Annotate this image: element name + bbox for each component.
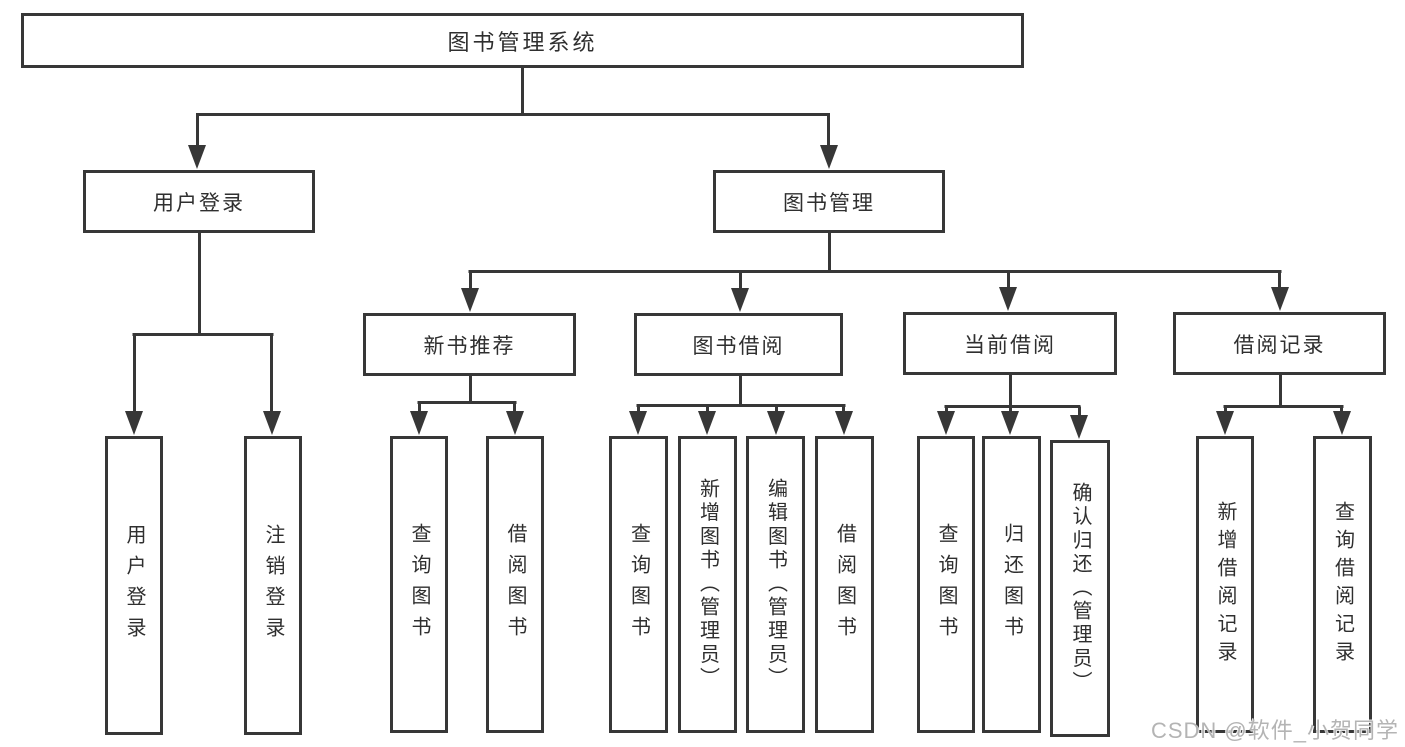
leaf-add-books-admin: 新增图书（管理员） — [678, 436, 737, 733]
connector-root-to-level2 — [196, 68, 830, 148]
arrowhead — [629, 411, 647, 435]
node-book-management: 图书管理 — [713, 170, 945, 233]
node-current-borrow: 当前借阅 — [903, 312, 1117, 375]
leaf-query-books-2-label: 查询图书 — [627, 522, 650, 647]
connector-book-borrow-children — [636, 376, 846, 414]
leaf-query-books-3: 查询图书 — [917, 436, 975, 733]
leaf-add-borrow-record: 新增借阅记录 — [1196, 436, 1254, 733]
leaf-query-books-1-label: 查询图书 — [408, 522, 430, 647]
arrowhead — [835, 411, 853, 435]
node-user-login: 用户登录 — [83, 170, 315, 233]
node-borrow-records-label: 借阅记录 — [1233, 333, 1326, 357]
leaf-logout-label: 注销登录 — [262, 523, 284, 648]
arrowhead — [698, 411, 716, 435]
csdn-watermark: CSDN @软件_小贺同学 — [1150, 718, 1399, 743]
leaf-return-books-label: 归还图书 — [1000, 522, 1023, 647]
node-book-borrow-label: 图书借阅 — [692, 334, 785, 358]
leaf-confirm-return-admin-label: 确认归还（管理员） — [1069, 482, 1091, 695]
leaf-confirm-return-admin: 确认归还（管理员） — [1050, 440, 1110, 737]
leaf-borrow-books-2: 借阅图书 — [815, 436, 874, 733]
arrowhead — [999, 287, 1017, 311]
leaf-borrow-books-1-label: 借阅图书 — [504, 522, 526, 647]
leaf-add-borrow-record-label: 新增借阅记录 — [1214, 500, 1236, 669]
arrowhead — [263, 411, 281, 435]
arrowhead — [1001, 411, 1019, 435]
arrowhead — [1333, 411, 1351, 435]
node-new-book-recommend-label: 新书推荐 — [423, 334, 516, 358]
leaf-borrow-books-2-label: 借阅图书 — [833, 522, 856, 647]
arrowhead — [937, 411, 955, 435]
node-book-borrow: 图书借阅 — [634, 313, 843, 376]
leaf-edit-books-admin: 编辑图书（管理员） — [746, 436, 805, 733]
arrowhead — [820, 145, 838, 169]
leaf-query-books-3-label: 查询图书 — [935, 522, 957, 647]
leaf-query-books-1: 查询图书 — [390, 436, 448, 733]
leaf-query-borrow-record-label: 查询借阅记录 — [1331, 500, 1354, 669]
arrowhead — [461, 288, 479, 312]
arrowhead — [1216, 411, 1234, 435]
connector-new-book-children — [417, 376, 517, 414]
node-current-borrow-label: 当前借阅 — [964, 333, 1056, 357]
arrowhead — [1271, 287, 1289, 311]
root-title: 图书管理系统 — [447, 29, 598, 55]
connector-current-borrow-children — [944, 375, 1081, 418]
connector-user-login-children — [132, 233, 274, 414]
arrowhead — [1070, 415, 1088, 439]
arrowhead — [188, 145, 206, 169]
arrowhead — [767, 411, 785, 435]
node-book-management-label: 图书管理 — [783, 191, 875, 215]
arrowhead — [731, 288, 749, 312]
leaf-logout: 注销登录 — [244, 436, 302, 735]
leaf-user-login: 用户登录 — [105, 436, 163, 735]
leaf-user-login-label: 用户登录 — [123, 523, 145, 648]
leaf-query-borrow-record: 查询借阅记录 — [1313, 436, 1372, 733]
arrowhead — [410, 411, 428, 435]
node-user-login-label: 用户登录 — [153, 191, 245, 215]
leaf-query-books-2: 查询图书 — [609, 436, 668, 733]
connector-borrow-records-children — [1223, 375, 1344, 414]
node-new-book-recommend: 新书推荐 — [363, 313, 576, 376]
leaf-borrow-books-1: 借阅图书 — [486, 436, 544, 733]
leaf-return-books: 归还图书 — [982, 436, 1041, 733]
node-root: 图书管理系统 — [21, 13, 1024, 68]
leaf-edit-books-admin-label: 编辑图书（管理员） — [764, 478, 787, 691]
arrowhead — [506, 411, 524, 435]
leaf-add-books-admin-label: 新增图书（管理员） — [696, 478, 719, 691]
connector-book-management-children — [468, 233, 1282, 291]
arrowhead — [125, 411, 143, 435]
node-borrow-records: 借阅记录 — [1173, 312, 1386, 375]
